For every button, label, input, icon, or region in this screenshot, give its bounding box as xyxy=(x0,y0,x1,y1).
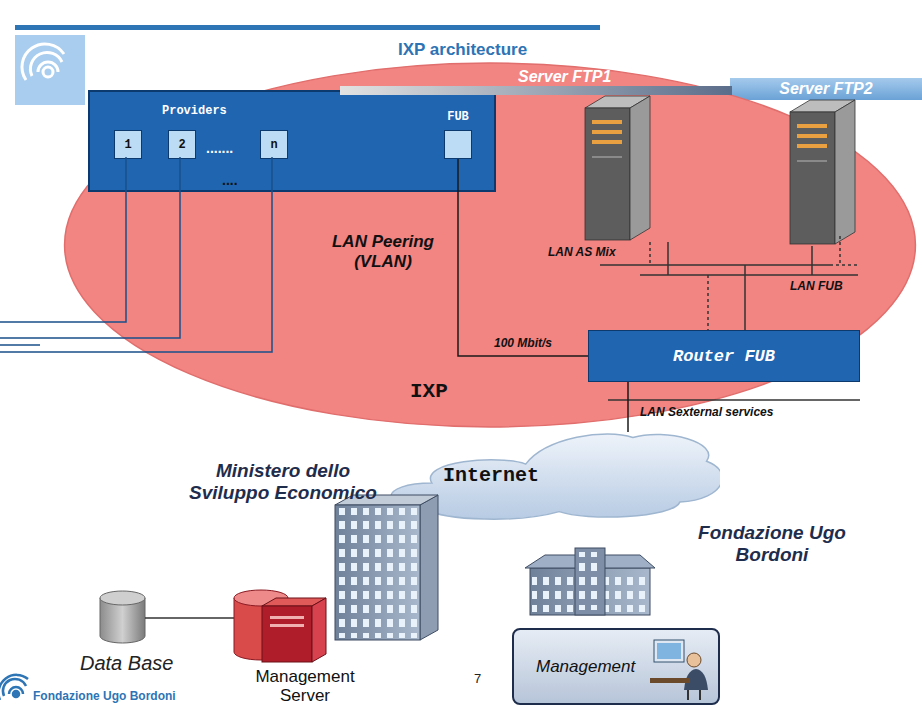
peering-panel: Providers 1 2 n FUB xyxy=(88,90,496,192)
link-line xyxy=(627,382,629,432)
logo-icon xyxy=(22,44,64,80)
ixp-ellipse xyxy=(65,63,916,427)
site-label: Fondazione Ugo Bordoni xyxy=(686,522,858,566)
page-number: 7 xyxy=(474,672,481,687)
management-server xyxy=(234,590,326,662)
server-ftp1 xyxy=(585,96,650,240)
node-text: 1 xyxy=(124,138,131,152)
node-text: Management xyxy=(536,657,635,677)
cloud-shape xyxy=(391,434,720,519)
server-ftp2 xyxy=(790,100,855,244)
node-text: IXP xyxy=(410,380,448,403)
node-text: Server FTP2 xyxy=(779,80,872,98)
lan-wires xyxy=(600,236,860,400)
node-text: FUB xyxy=(428,110,488,124)
server-label: Server FTP1 xyxy=(518,68,611,86)
logo-tile xyxy=(15,35,85,105)
ellipsis-mark: ....... xyxy=(206,140,233,156)
operator-icon xyxy=(650,640,708,700)
node-text: Router FUB xyxy=(673,347,775,366)
ellipsis-mark: .... xyxy=(222,172,238,188)
fub-port: FUB xyxy=(444,130,472,159)
foundation-building xyxy=(525,548,655,615)
header-gradient-bar xyxy=(340,86,732,95)
node-text: Providers xyxy=(162,104,227,118)
link-label: 100 Mbit/s xyxy=(494,336,552,350)
server-band: Server FTP2 xyxy=(730,78,922,100)
site-label: Ministero dello Sviluppo Economico xyxy=(178,460,388,504)
lan-label: LAN Peering (VLAN) xyxy=(318,232,448,271)
router-box: Router FUB xyxy=(588,330,860,382)
ixp-region: IXP Providers 1 2 n FUB Router FUB xyxy=(62,62,918,428)
db-link xyxy=(145,617,234,619)
header-bar xyxy=(15,25,600,30)
footer-logo-icon xyxy=(0,675,28,700)
lan-label: LAN AS Mix xyxy=(548,246,616,260)
provider-links xyxy=(0,157,272,352)
lan-label: LAN FUB xyxy=(790,280,843,294)
node-text: n xyxy=(270,138,277,152)
database-cylinder xyxy=(100,591,145,643)
node-text: 2 xyxy=(178,138,185,152)
footer-logo-text: Fondazione Ugo Bordoni xyxy=(33,690,176,704)
lan-label: LAN Sexternal services xyxy=(640,406,773,420)
node-text: Internet xyxy=(443,464,539,487)
component-label: Management Server xyxy=(243,668,367,705)
provider-port: 2 xyxy=(168,130,196,159)
component-label: Data Base xyxy=(80,652,173,675)
provider-port: 1 xyxy=(114,130,142,159)
provider-port: n xyxy=(260,130,288,159)
ministry-building xyxy=(335,495,438,640)
slide-title: IXP architecture xyxy=(398,40,527,60)
